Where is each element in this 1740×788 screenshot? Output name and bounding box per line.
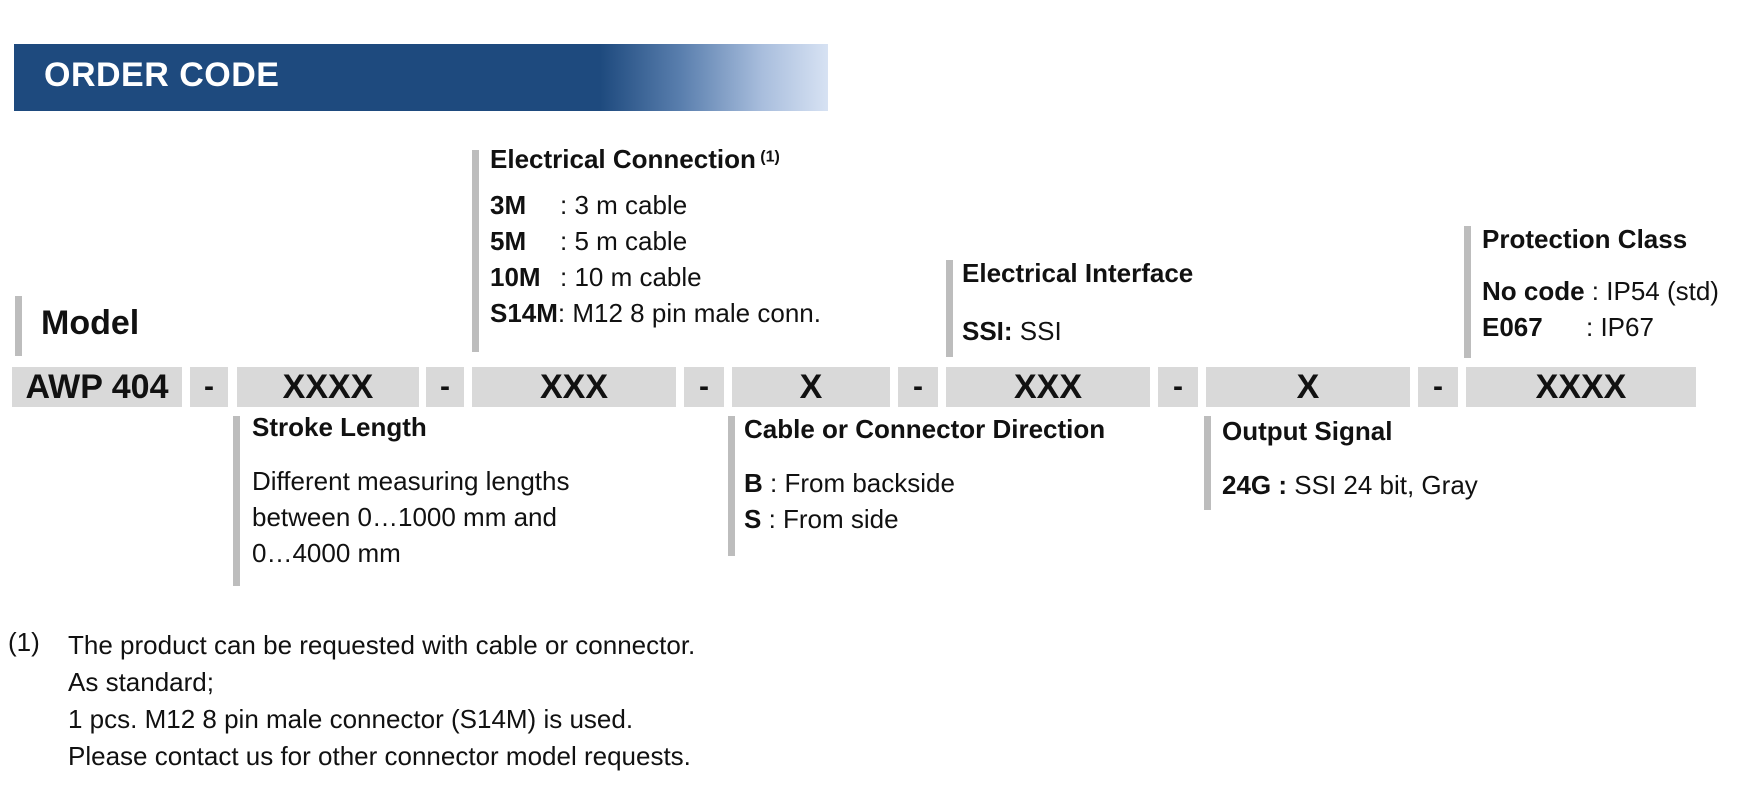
electrical-connection-title: Electrical Connection (490, 144, 756, 174)
code-separator: - (684, 367, 724, 407)
electrical-interface-title: Electrical Interface (962, 258, 1194, 288)
electrical-interface-bar (946, 260, 953, 357)
option-desc: : 3 m cable (560, 190, 688, 220)
footnote-line: As standard; (68, 667, 214, 697)
code-stroke-length: XXXX (237, 367, 419, 407)
stroke-length-line: between 0…1000 mm and (252, 502, 557, 532)
option-code: No code (1482, 276, 1585, 306)
header-title: ORDER CODE (44, 56, 280, 94)
protection-class-bar (1464, 226, 1471, 358)
code-separator: - (190, 367, 228, 407)
stroke-length-block: Stroke Length Different measuring length… (252, 412, 569, 571)
code-separator: - (898, 367, 938, 407)
cable-direction-title: Cable or Connector Direction (744, 414, 1106, 444)
code-cable-direction: X (732, 367, 890, 407)
footnote-text: The product can be requested with cable … (68, 627, 695, 775)
cable-direction-bar (728, 416, 735, 556)
option-code: 3M (490, 190, 527, 220)
option-code: SSI: (962, 316, 1013, 346)
footnote-ref: (1) (760, 148, 780, 166)
footnote-line: Please contact us for other connector mo… (68, 741, 691, 771)
code-separator: - (1418, 367, 1458, 407)
option-desc: : From backside (762, 468, 955, 498)
footnote-line: The product can be requested with cable … (68, 630, 696, 660)
code-model: AWP 404 (12, 367, 182, 407)
protection-class-block: Protection Class No code : IP54 (std) E0… (1482, 224, 1719, 345)
option-desc: : IP54 (std) (1584, 276, 1719, 306)
electrical-connection-bar (472, 150, 479, 352)
option-desc: : M12 8 pin male conn. (557, 298, 821, 328)
option-code: S14M (490, 298, 558, 328)
output-signal-block: Output Signal 24G : SSI 24 bit, Gray (1222, 416, 1478, 503)
electrical-interface-block: Electrical Interface SSI: SSI (962, 258, 1193, 349)
option-code: 10M (490, 262, 541, 292)
option-code: S (744, 504, 762, 534)
code-separator: - (1158, 367, 1198, 407)
option-desc: : 5 m cable (560, 226, 688, 256)
stroke-length-title: Stroke Length (252, 412, 427, 442)
option-desc: : 10 m cable (560, 262, 702, 292)
option-code: E067 (1482, 312, 1543, 342)
output-signal-bar (1204, 416, 1211, 510)
stroke-length-line: Different measuring lengths (252, 466, 570, 496)
cable-direction-block: Cable or Connector Direction B : From ba… (744, 414, 1105, 537)
option-desc: SSI (1012, 316, 1062, 346)
code-electrical-interface: XXX (946, 367, 1150, 407)
stroke-length-line: 0…4000 mm (252, 538, 401, 568)
code-separator: - (426, 367, 464, 407)
footnote-line: 1 pcs. M12 8 pin male connector (S14M) i… (68, 704, 634, 734)
model-label: Model (41, 304, 140, 342)
option-code: B (744, 468, 763, 498)
electrical-connection-block: Electrical Connection (1) 3M: 3 m cable … (490, 144, 821, 331)
option-desc: SSI 24 bit, Gray (1287, 470, 1478, 500)
protection-class-title: Protection Class (1482, 224, 1688, 254)
header-band: ORDER CODE (14, 44, 828, 111)
stroke-length-bar (233, 416, 240, 586)
output-signal-title: Output Signal (1222, 416, 1393, 446)
code-electrical-connection: XXX (472, 367, 676, 407)
option-desc: : From side (761, 504, 899, 534)
option-code: 24G : (1222, 470, 1288, 500)
option-code: 5M (490, 226, 527, 256)
code-protection-class: XXXX (1466, 367, 1696, 407)
option-desc: : IP67 (1586, 312, 1654, 342)
footnote-number: (1) (8, 627, 40, 657)
code-output-signal: X (1206, 367, 1410, 407)
model-bar (15, 296, 22, 356)
